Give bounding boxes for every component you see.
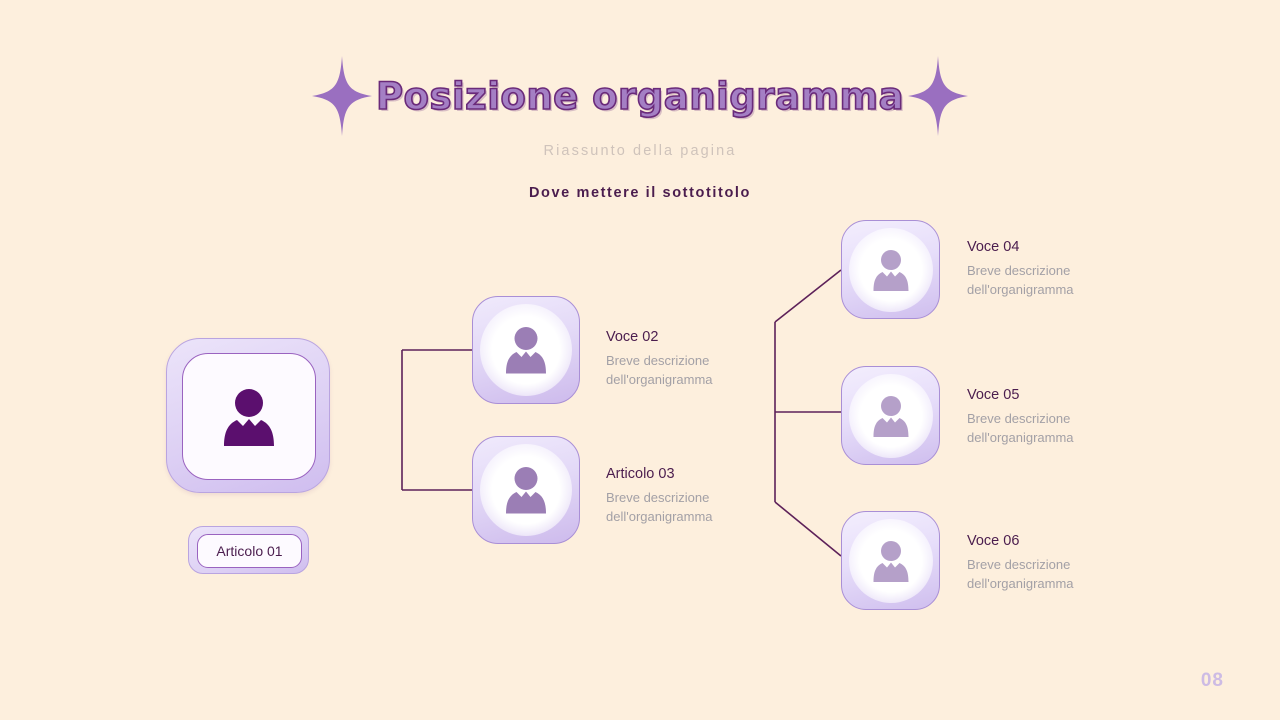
person-icon-level3-0 bbox=[873, 249, 908, 291]
person-icon-level3-2 bbox=[873, 540, 908, 582]
org-label-level3-2: Voce 06 Breve descrizione dell'organigra… bbox=[967, 533, 1074, 593]
org-label-desc-line1: Breve descrizione bbox=[606, 490, 710, 505]
org-node-root-inner bbox=[182, 353, 316, 480]
org-label-desc-line2: dell'organigramma bbox=[967, 576, 1074, 591]
org-label-title: Voce 05 bbox=[967, 387, 1020, 403]
org-label-level3-0: Voce 04 Breve descrizione dell'organigra… bbox=[967, 239, 1074, 299]
org-node-level2-1[interactable] bbox=[472, 436, 580, 544]
sparkle-icon-right bbox=[908, 56, 968, 136]
person-icon-root bbox=[224, 388, 274, 446]
org-label-title: Voce 02 bbox=[606, 329, 659, 345]
org-node-root[interactable] bbox=[166, 338, 330, 493]
org-label-desc-line1: Breve descrizione bbox=[606, 353, 710, 368]
org-label-desc-line2: dell'organigramma bbox=[606, 509, 713, 524]
org-label-title: Articolo 03 bbox=[606, 466, 675, 482]
org-label-title: Voce 06 bbox=[967, 533, 1020, 549]
org-label-level2-1: Articolo 03 Breve descrizione dell'organ… bbox=[606, 466, 713, 526]
org-label-desc-line2: dell'organigramma bbox=[967, 430, 1074, 445]
person-icon-level2-0 bbox=[506, 327, 546, 374]
org-label-desc-line1: Breve descrizione bbox=[967, 557, 1071, 572]
org-node-root-label: Articolo 01 bbox=[197, 534, 302, 568]
org-node-root-label-badge[interactable]: Articolo 01 bbox=[188, 526, 309, 574]
page-sub-subtitle: Dove mettere il sottotitolo bbox=[528, 185, 752, 201]
org-node-level3-2[interactable] bbox=[841, 511, 940, 610]
person-icon-level3-1 bbox=[873, 395, 908, 437]
org-node-level3-0[interactable] bbox=[841, 220, 940, 319]
org-label-level3-1: Voce 05 Breve descrizione dell'organigra… bbox=[967, 387, 1074, 447]
page-number: 08 bbox=[1200, 670, 1224, 691]
org-node-level3-1[interactable] bbox=[841, 366, 940, 465]
org-label-level2-0: Voce 02 Breve descrizione dell'organigra… bbox=[606, 329, 713, 389]
page-subtitle: Riassunto della pagina bbox=[543, 143, 737, 159]
sparkle-icon-left bbox=[312, 56, 372, 136]
page-title: Posizione organigramma bbox=[375, 75, 905, 118]
org-node-level2-0[interactable] bbox=[472, 296, 580, 404]
org-label-desc-line2: dell'organigramma bbox=[606, 372, 713, 387]
org-label-title: Voce 04 bbox=[967, 239, 1020, 255]
org-label-desc-line2: dell'organigramma bbox=[967, 282, 1074, 297]
person-icon-level2-1 bbox=[506, 467, 546, 514]
org-label-desc-line1: Breve descrizione bbox=[967, 411, 1071, 426]
org-label-desc-line1: Breve descrizione bbox=[967, 263, 1071, 278]
